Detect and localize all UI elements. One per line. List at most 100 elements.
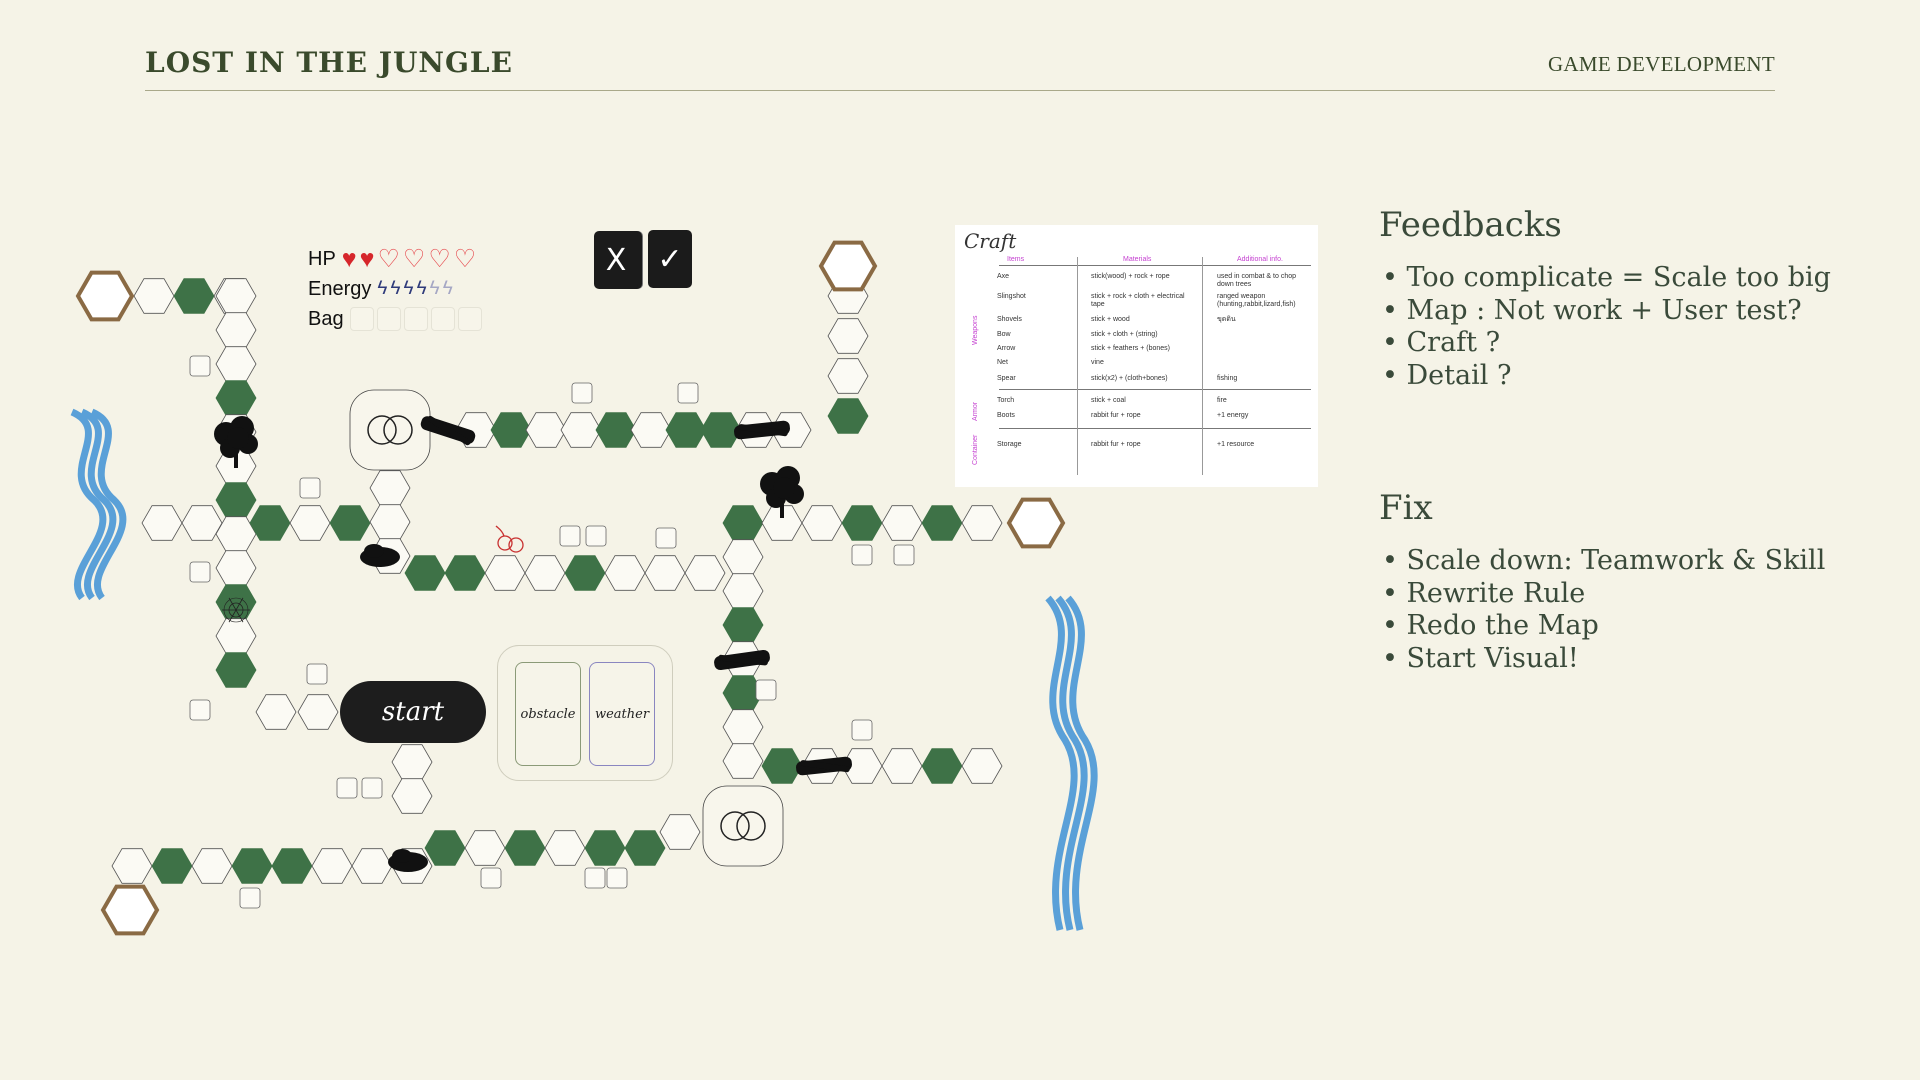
river-right: [1065, 595, 1098, 931]
hex-tile: [684, 555, 726, 591]
accept-card-button[interactable]: ✓: [648, 230, 692, 288]
craft-divider: [999, 428, 1311, 429]
craft-cell-item: Boots: [997, 412, 1015, 419]
weather-deck[interactable]: weather: [589, 662, 655, 766]
hex-tile: [881, 505, 923, 541]
start-button[interactable]: start: [340, 681, 486, 743]
cobweb-icon: [228, 602, 244, 618]
hex-tile: [544, 830, 586, 866]
craft-recipe-table: Craft Items Materials Additional info. W…: [955, 225, 1318, 487]
craft-cell-item: Slingshot: [997, 293, 1026, 300]
hex-tile: [215, 312, 257, 348]
green-hex-tile: [700, 412, 742, 448]
green-hex-tile: [215, 482, 257, 518]
heart-icon: ♡: [453, 244, 477, 273]
bag-slot: [457, 307, 482, 331]
craft-title: Craft: [964, 229, 1017, 253]
green-hex-tile: [564, 555, 606, 591]
hex-tile: [311, 848, 353, 884]
hp-row: HP ♥♥♡♡♡♡: [308, 244, 482, 274]
craft-cell-materials: stick + rock + cloth + electrical tape: [1091, 293, 1185, 308]
craft-cell-info: ขุดดิน: [1217, 316, 1236, 323]
hex-tile: [827, 318, 869, 354]
hex-tile: [297, 694, 339, 730]
tree-icon: [773, 477, 795, 499]
bag-slot: [430, 307, 455, 331]
heart-icon: ♥: [341, 244, 357, 273]
lightning-icon: ϟ: [377, 278, 388, 299]
green-hex-tile: [231, 848, 273, 884]
green-hex-tile: [215, 584, 257, 620]
reject-card-button[interactable]: X: [594, 231, 638, 289]
feedbacks-title: Feedbacks: [1379, 205, 1562, 245]
lightning-icon: ϟ: [442, 278, 453, 299]
bag-slot: [403, 307, 428, 331]
cobweb-icon: [223, 597, 249, 623]
hex-tile: [111, 848, 153, 884]
fix-item: Scale down: Teamwork & Skill: [1382, 545, 1826, 578]
resource-slot: [584, 867, 606, 889]
fix-title: Fix: [1379, 488, 1433, 528]
hex-tile: [215, 516, 257, 552]
resource-slot: [755, 679, 777, 701]
resource-slot: [585, 525, 607, 547]
hex-tile: [827, 358, 869, 394]
resource-slot: [361, 777, 383, 799]
river-left: [90, 408, 127, 601]
craft-cell-materials: stick + wood: [1091, 316, 1130, 323]
lightning-icon: ϟ: [416, 278, 427, 299]
resource-slot: [851, 719, 873, 741]
green-hex-tile: [271, 848, 313, 884]
resource-slot: [571, 382, 593, 404]
craft-category-armor: Armor: [972, 401, 979, 421]
hex-tile: [722, 539, 764, 575]
hex-tile: [801, 505, 843, 541]
craft-cell-materials: stick + coal: [1091, 397, 1126, 404]
heart-icon: ♡: [377, 244, 400, 273]
tree-icon: [234, 450, 238, 468]
hex-tile: [191, 848, 233, 884]
green-hex-tile: [329, 505, 371, 541]
craft-cell-materials: rabbit fur + rope: [1091, 441, 1141, 448]
venn-icon: [367, 415, 397, 445]
hp-hearts: ♥♥♡♡♡♡: [341, 244, 477, 273]
resource-slot: [480, 867, 502, 889]
apple-icon: [495, 525, 505, 537]
heart-icon: ♡: [428, 244, 451, 273]
craft-cell-item: Shovels: [997, 316, 1022, 323]
log-icon: [718, 654, 768, 666]
resource-slot: [189, 561, 211, 583]
resource-slot: [239, 887, 261, 909]
bag-label: Bag: [308, 307, 344, 330]
green-hex-tile: [215, 652, 257, 688]
craft-cell-materials: stick + cloth + (string): [1091, 331, 1158, 338]
green-hex-tile: [921, 748, 963, 784]
hex-tile: [659, 814, 701, 850]
craft-cell-item: Axe: [997, 273, 1010, 280]
craft-cell-info: ranged weapon (hunting,rabbit,lizard,fis…: [1217, 293, 1296, 308]
craft-cell-info: +1 resource: [1217, 441, 1255, 448]
green-hex-tile: [595, 412, 637, 448]
special-hex-tile: [1006, 497, 1066, 549]
craft-header-items: Items: [1007, 256, 1025, 263]
craft-divider: [999, 389, 1311, 390]
hex-tile: [351, 848, 393, 884]
venn-tile: [702, 785, 784, 867]
venn-icon: [720, 811, 750, 841]
hex-tile: [215, 346, 257, 382]
hex-tile: [604, 555, 646, 591]
hp-label: HP: [308, 247, 336, 270]
card-decks: obstacle weather: [497, 645, 673, 781]
hex-tile: [560, 412, 602, 448]
craft-cell-item: Storage: [997, 441, 1022, 448]
craft-cell-item: Bow: [997, 331, 1011, 338]
craft-cell-info: used in combat & to chop down trees: [1217, 273, 1296, 288]
hex-tile: [722, 709, 764, 745]
obstacle-deck[interactable]: obstacle: [515, 662, 581, 766]
hex-tile: [961, 748, 1003, 784]
venn-icon: [736, 811, 766, 841]
hex-tile: [524, 555, 566, 591]
rock-icon: [392, 849, 412, 863]
